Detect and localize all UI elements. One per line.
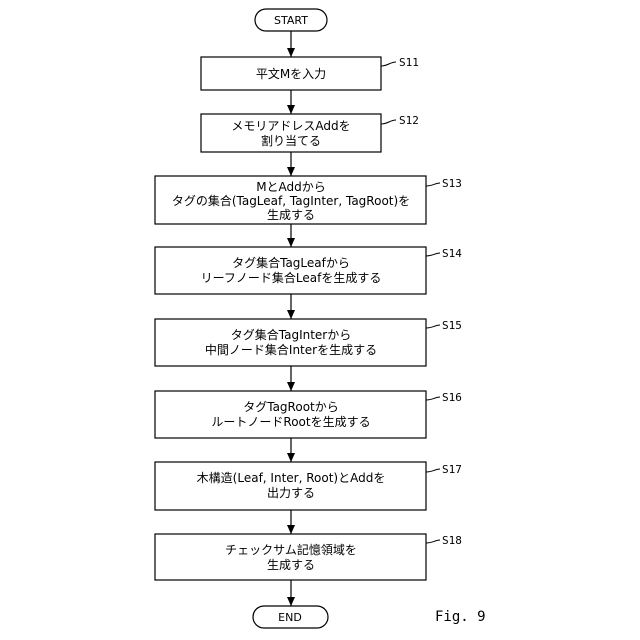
step-s18-line-2: 生成する xyxy=(267,558,315,572)
step-id-s13: S13 xyxy=(442,177,462,190)
process-box-s18 xyxy=(155,534,426,580)
leader-line-s14 xyxy=(426,253,440,256)
step-id-s16: S16 xyxy=(442,391,462,404)
step-s12-line-1: メモリアドレスAddを xyxy=(231,119,350,133)
step-s15-line-2: 中間ノード集合Interを生成する xyxy=(205,342,377,357)
leader-line-s13 xyxy=(426,183,440,186)
end-label: END xyxy=(278,611,302,624)
start-terminal: START xyxy=(255,9,327,31)
leader-line-s17 xyxy=(426,469,440,472)
step-id-s11: S11 xyxy=(399,56,419,69)
step-s12-line-2: 割り当てる xyxy=(261,133,321,148)
leader-line-s18 xyxy=(426,540,440,543)
step-s16-line-2: ルートノードRootを生成する xyxy=(211,415,370,429)
step-s13-line-3: 生成する xyxy=(267,208,315,222)
step-s15-line-1: タグ集合TagInterから xyxy=(231,327,351,342)
end-terminal: END xyxy=(253,606,328,628)
step-id-s17: S17 xyxy=(442,463,462,476)
step-s17-line-2: 出力する xyxy=(267,486,315,500)
process-step-s16: タグTagRootから ルートノードRootを生成する S16 xyxy=(155,391,462,438)
process-step-s17: 木構造(Leaf, Inter, Root)とAddを 出力する S17 xyxy=(155,462,462,510)
process-step-s11: 平文Mを入力 S11 xyxy=(201,56,419,90)
leader-line-s16 xyxy=(426,397,440,400)
step-id-s18: S18 xyxy=(442,534,462,547)
leader-line-s11 xyxy=(381,62,396,66)
process-step-s12: メモリアドレスAddを 割り当てる S12 xyxy=(201,114,419,152)
process-step-s15: タグ集合TagInterから 中間ノード集合Interを生成する S15 xyxy=(155,319,462,366)
start-label: START xyxy=(274,14,308,27)
step-s14-line-2: リーフノード集合Leafを生成する xyxy=(201,270,382,285)
figure-label: Fig. 9 xyxy=(435,609,486,625)
step-s18-line-1: チェックサム記憶領域を xyxy=(225,542,357,557)
step-s17-line-1: 木構造(Leaf, Inter, Root)とAddを xyxy=(197,471,386,485)
step-s11-line-1: 平文Mを入力 xyxy=(256,66,326,81)
leader-line-s15 xyxy=(426,325,440,328)
process-step-s13: MとAddから タグの集合(TagLeaf, TagInter, TagRoot… xyxy=(155,176,462,224)
process-step-s14: タグ集合TagLeafから リーフノード集合Leafを生成する S14 xyxy=(155,247,462,294)
step-s16-line-1: タグTagRootから xyxy=(243,400,339,414)
process-step-s18: チェックサム記憶領域を 生成する S18 xyxy=(155,534,462,580)
step-s14-line-1: タグ集合TagLeafから xyxy=(232,255,350,270)
step-s13-line-2: タグの集合(TagLeaf, TagInter, TagRoot)を xyxy=(172,193,410,208)
step-id-s12: S12 xyxy=(399,114,419,127)
step-id-s14: S14 xyxy=(442,247,462,260)
step-id-s15: S15 xyxy=(442,319,462,332)
leader-line-s12 xyxy=(381,120,396,124)
step-s13-line-1: MとAddから xyxy=(256,180,326,194)
